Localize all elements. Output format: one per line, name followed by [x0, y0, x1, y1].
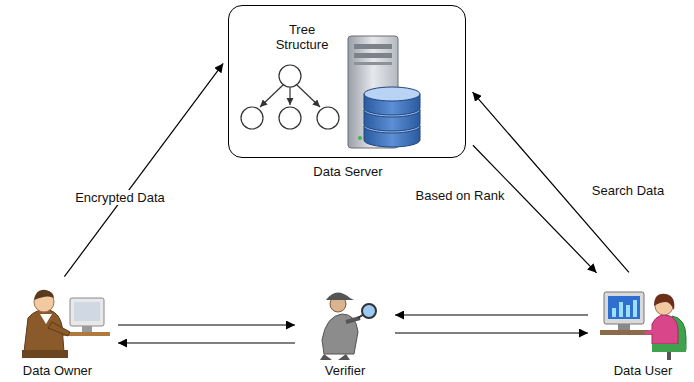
data-user-figure-part: [618, 324, 630, 330]
verifier-figure-part: [362, 304, 376, 318]
data-user-figure-part: [604, 292, 644, 324]
tree-graphic: [241, 65, 339, 129]
database-icon-part: [364, 87, 420, 101]
data-user-figure-part: [667, 352, 671, 360]
arrow-connector: [395, 332, 588, 333]
tree-graphic-part: [317, 107, 339, 129]
data-user-figure-part: [619, 302, 623, 317]
data-owner-figure-part: [70, 298, 104, 326]
data-owner-figure-part: [74, 302, 100, 321]
data-user-figure-part: [654, 294, 674, 310]
data-user-figure-part: [633, 300, 637, 317]
verifier-figure-part: [320, 354, 350, 360]
server-icon-part: [354, 62, 392, 65]
data-user-figure: [600, 292, 686, 360]
data-user-figure-part: [626, 305, 630, 317]
arrow-connector: [64, 63, 223, 276]
server-icon-part: [358, 136, 362, 140]
actor-node: Verifier: [303, 283, 387, 380]
actor-label: Data User: [596, 363, 690, 378]
server-icon-part: [354, 44, 392, 49]
data-owner-figure: [22, 290, 110, 358]
tree-graphic-part: [279, 107, 301, 129]
data-user-figure-part: [608, 296, 640, 319]
tree-graphic-part: [279, 65, 301, 87]
node-heading: Tree Structure: [265, 22, 339, 52]
actor-node: Data Owner: [5, 283, 110, 380]
node-label: Data Server: [229, 164, 467, 179]
edge-label: Encrypted Data: [72, 190, 168, 205]
verifier-figure: [320, 292, 376, 360]
data-user-figure-part: [644, 328, 657, 335]
edge-label: Based on Rank: [413, 188, 508, 203]
tree-graphic-part: [289, 87, 290, 105]
actor-label: Verifier: [303, 363, 387, 378]
arrow-connector: [118, 324, 295, 325]
server-box: Tree StructureData Server: [228, 5, 466, 158]
edge-label: Search Data: [589, 183, 667, 198]
arrow-connector: [118, 342, 295, 343]
data-owner-figure-part: [34, 290, 54, 300]
arrow-connector: [395, 314, 588, 315]
data-owner-figure-part: [22, 350, 68, 358]
verifier-figure-part: [324, 292, 354, 300]
data-owner-figure-part: [40, 314, 52, 324]
data-user-figure-part: [612, 308, 616, 317]
data-user-figure-part: [652, 344, 686, 352]
data-owner-figure-part: [82, 326, 92, 332]
server-icon-part: [354, 53, 392, 58]
verifier-figure-part: [346, 318, 360, 322]
actor-node: Data User: [596, 280, 690, 380]
actor-label: Data Owner: [5, 363, 110, 378]
tree-graphic-part: [241, 107, 263, 129]
tree-graphic-part: [297, 85, 320, 107]
tree-graphic-part: [260, 85, 283, 107]
data-owner-figure-part: [48, 322, 70, 336]
database-icon: [364, 87, 420, 147]
